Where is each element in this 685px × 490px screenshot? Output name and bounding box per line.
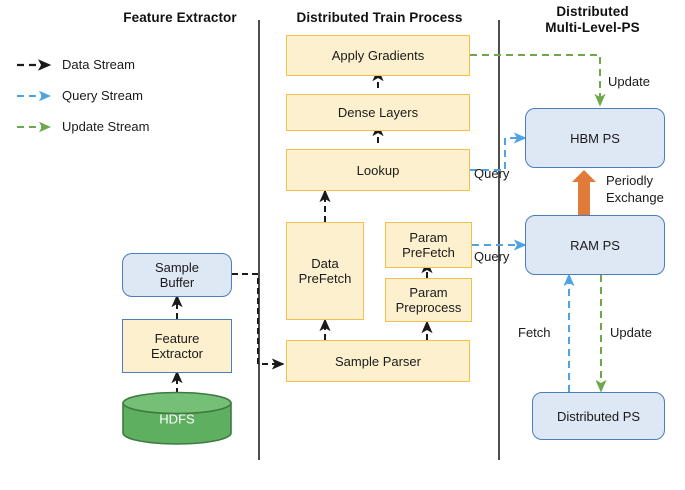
data-stream-arrow-icon: [17, 58, 52, 71]
query-stream-arrow-icon: [17, 90, 51, 101]
edge-label-update-top: Update: [608, 74, 650, 89]
node-sample-parser[interactable]: Sample Parser: [286, 340, 470, 382]
edge-label-fetch-bottom: Fetch: [518, 325, 551, 340]
node-feature-extractor[interactable]: Feature Extractor: [122, 319, 232, 373]
node-dense-layers[interactable]: Dense Layers: [286, 94, 470, 131]
edge-label-query-hbm: Query: [474, 166, 510, 181]
legend-label-query-stream: Query Stream: [62, 88, 143, 103]
node-apply-gradients[interactable]: Apply Gradients: [286, 35, 470, 76]
node-hbm-ps[interactable]: HBM PS: [525, 108, 665, 168]
node-hdfs[interactable]: HDFS: [122, 391, 232, 445]
edge-label-update-bottom: Update: [610, 325, 652, 340]
edge-lookup-to-hbm-ps: [470, 132, 527, 171]
node-param-prefetch[interactable]: Param PreFetch: [385, 222, 472, 268]
node-distributed-ps[interactable]: Distributed PS: [532, 392, 665, 440]
node-param-preprocess[interactable]: Param Preprocess: [385, 278, 472, 322]
edge-label-query-ram: Query: [474, 249, 510, 264]
periodly-exchange-arrow-icon: [572, 170, 596, 228]
node-ram-ps[interactable]: RAM PS: [525, 215, 665, 275]
divider-left: [258, 20, 260, 460]
legend-item-update-stream: Update Stream: [16, 119, 149, 134]
cylinder-icon: [122, 391, 232, 445]
legend-label-update-stream: Update Stream: [62, 119, 150, 134]
edge-label-periodly-exchange: Periodly Exchange: [606, 173, 664, 205]
legend-label-data-stream: Data Stream: [62, 57, 135, 72]
node-sample-buffer[interactable]: Sample Buffer: [122, 253, 232, 297]
column-title-distributed-train-process: Distributed Train Process: [296, 10, 463, 25]
edge-sample-buffer-to-sample-parser: [232, 273, 285, 370]
legend-item-data-stream: Data Stream: [16, 57, 135, 72]
column-title-distributed-multi-level-ps: Distributed Multi-Level-PS: [545, 4, 640, 35]
divider-right: [498, 20, 500, 460]
node-hdfs-label: HDFS: [159, 411, 195, 427]
edge-apply-gradients-to-hbm-ps: [470, 54, 606, 107]
node-data-prefetch[interactable]: Data PreFetch: [286, 222, 364, 320]
legend-item-query-stream: Query Stream: [16, 88, 143, 103]
node-lookup[interactable]: Lookup: [286, 149, 470, 191]
update-stream-arrow-icon: [17, 121, 51, 132]
column-title-feature-extractor: Feature Extractor: [123, 10, 237, 25]
